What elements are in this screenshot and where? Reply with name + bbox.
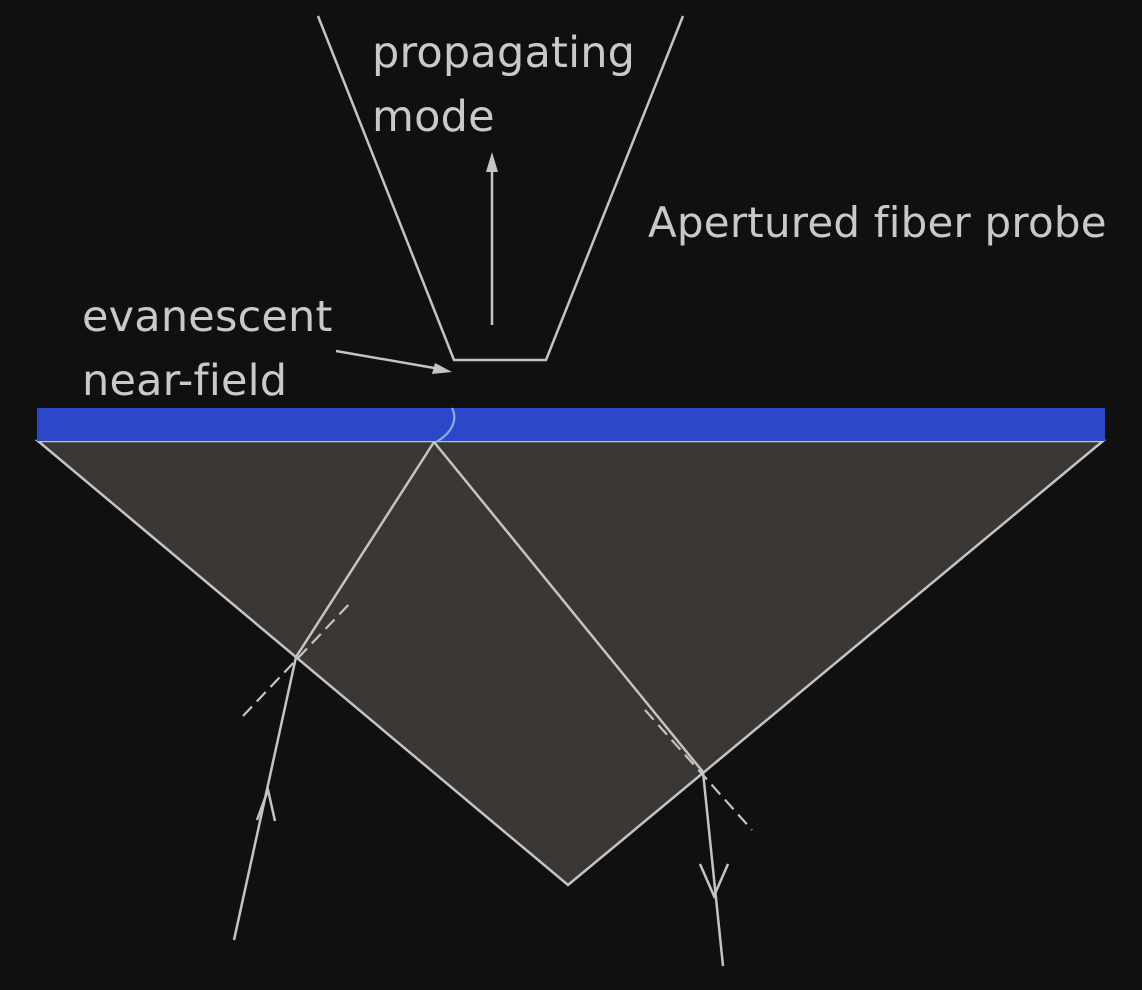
- sample-layer: [37, 408, 1105, 441]
- entry-normal-dashed: [242, 599, 354, 717]
- evanescent-pointer-head: [432, 363, 452, 374]
- near-field-curve: [435, 407, 456, 443]
- reflected-beam-inside: [433, 441, 704, 773]
- exit-normal-dashed: [644, 709, 753, 831]
- exit-beam-arrow: [698, 863, 730, 900]
- exit-beam-outside: [701, 771, 725, 967]
- evanescent-pointer-shaft: [335, 349, 441, 371]
- propagating-mode-label-line1: propagating: [372, 28, 636, 78]
- evanescent-label-line2: near-field: [82, 356, 288, 406]
- propagating-arrow-head: [486, 152, 498, 172]
- propagating-mode-label-line2: mode: [372, 92, 495, 142]
- fiber-probe: [316, 15, 685, 362]
- incident-beam-arrow: [255, 785, 277, 822]
- prism: [34, 439, 1107, 887]
- evanescent-label-line1: evanescent: [82, 292, 333, 342]
- incident-beam-inside: [294, 441, 436, 658]
- probe-label: Apertured fiber probe: [648, 198, 1107, 247]
